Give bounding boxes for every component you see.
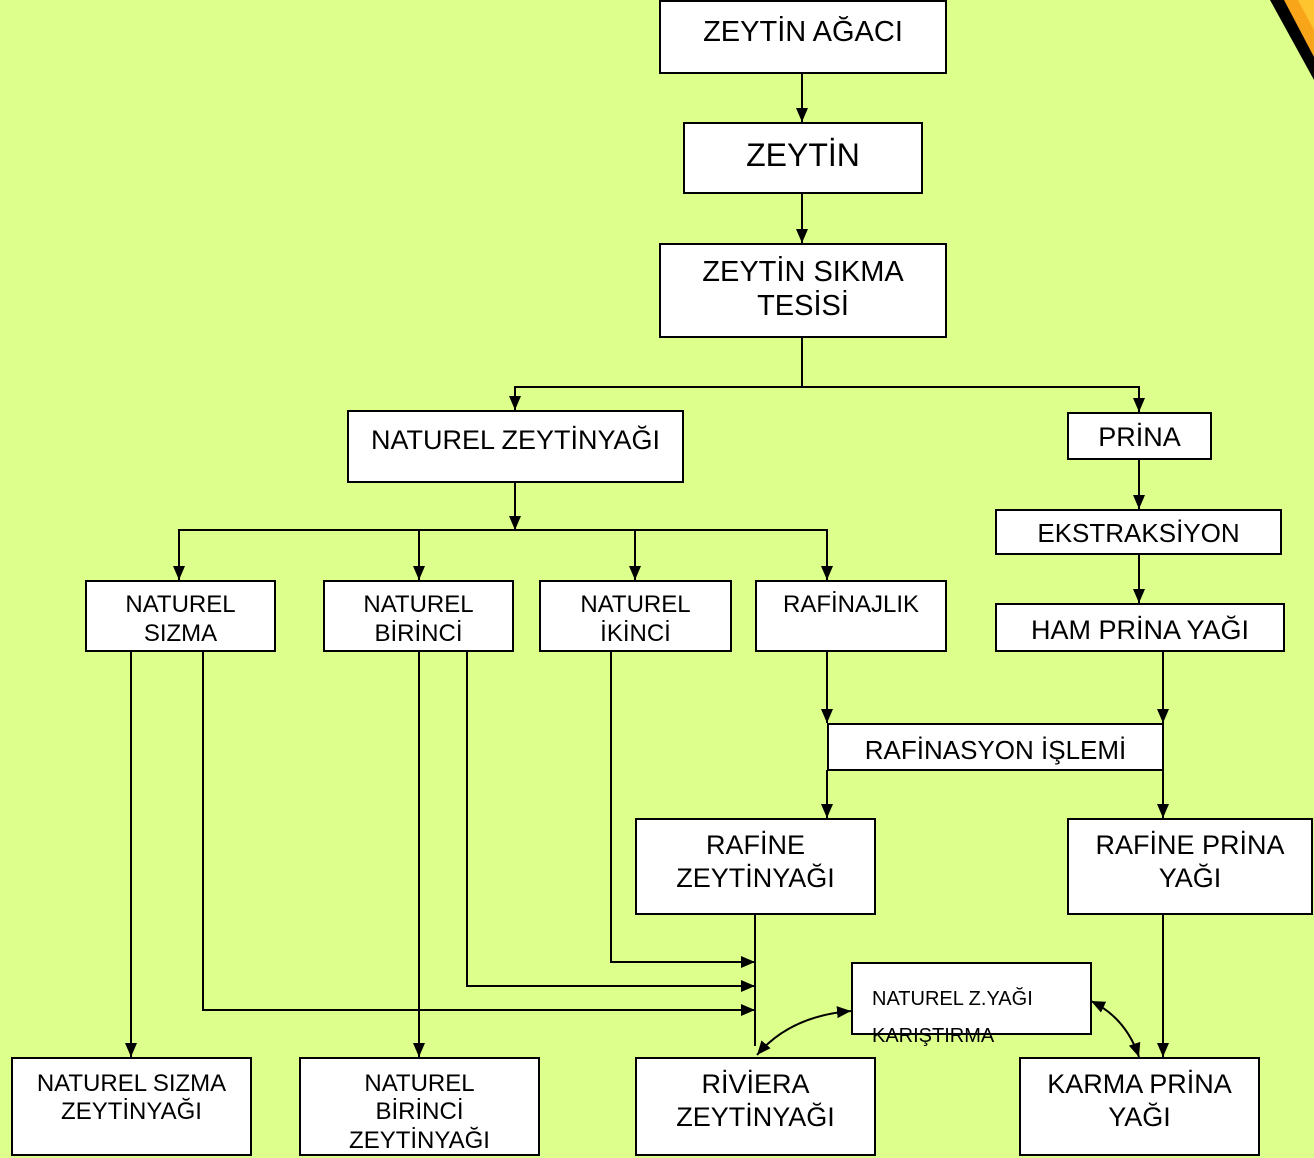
node-label: ZEYTİN AĞACI [703, 16, 903, 48]
node-rafine-zeytinyagi: RAFİNE ZEYTİNYAĞI [635, 818, 876, 915]
curved-arrow-karistirma-karma [1090, 1000, 1141, 1058]
node-label: NATUREL ZEYTİNYAĞI [370, 425, 661, 455]
node-label-line-1: ZEYTİN SIKMA [702, 256, 904, 288]
node-label-line-2: KARIŞTIRMA [872, 1024, 995, 1047]
node-label-line-1: NATUREL [125, 590, 236, 618]
node-label-line-2: TESİSİ [757, 290, 849, 322]
node-label: ZEYTİN [746, 137, 860, 173]
node-label-line-2: BİRİNCİ [375, 1098, 464, 1126]
node-naturel-birinci: NATUREL BİRİNCİ [323, 580, 514, 652]
node-label-line-1: KARMA PRİNA [1047, 1068, 1232, 1099]
node-zeytin-sikma-tesisi: ZEYTİN SIKMA TESİSİ [659, 243, 947, 338]
arrow-naturel-birinci-to-riviera [466, 651, 755, 992]
node-label: EKSTRAKSİYON [1037, 518, 1240, 548]
node-label-line-1: NATUREL [580, 590, 691, 618]
node-riviera-zeytinyagi: RİVİERA ZEYTİNYAĞI [635, 1057, 876, 1156]
node-label-line-2: YAĞI [1158, 862, 1222, 893]
node-label-line-1: NATUREL SIZMA [36, 1070, 227, 1097]
node-label-line-1: NATUREL Z.YAĞI [872, 987, 1033, 1010]
node-label: RAFİNASYON İŞLEMİ [864, 735, 1127, 765]
arrow-naturel-sizma-to-riviera [202, 651, 755, 1016]
node-label-line-2: BİRİNCİ [374, 619, 463, 647]
node-prina: PRİNA [1067, 412, 1212, 460]
node-ham-prina-yagi: HAM PRİNA YAĞI [995, 603, 1285, 652]
node-karma-prina-yagi: KARMA PRİNA YAĞI [1019, 1057, 1260, 1156]
node-ekstraksiyon: EKSTRAKSİYON [995, 509, 1282, 555]
node-label-line-1: RİVİERA [701, 1068, 810, 1099]
node-label-line-1: RAFİNE [705, 829, 805, 860]
node-naturel-zyagi-karistirma: NATUREL Z.YAĞI KARIŞTIRMA [851, 962, 1092, 1047]
node-label-line-2: YAĞI [1108, 1101, 1171, 1132]
node-label-line-2: ZEYTİNYAĞI [676, 1101, 835, 1132]
node-rafinajlik: RAFİNAJLIK [755, 580, 947, 652]
node-label-line-1: NATUREL [364, 1069, 475, 1097]
node-label-line-2: SIZMA [143, 619, 218, 647]
node-rafine-prina-yagi: RAFİNE PRİNA YAĞI [1067, 818, 1313, 915]
node-rafinasyon-islemi: RAFİNASYON İŞLEMİ [827, 723, 1164, 771]
node-zeytin: ZEYTİN [683, 122, 923, 194]
node-naturel-sizma: NATUREL SIZMA [85, 580, 276, 652]
node-label: RAFİNAJLIK [782, 590, 920, 618]
node-label: PRİNA [1098, 422, 1181, 452]
node-label-line-3: ZEYTİNYAĞI [349, 1126, 490, 1154]
node-label-line-2: İKİNCİ [600, 619, 671, 647]
node-naturel-sizma-zeytinyagi: NATUREL SIZMA ZEYTİNYAĞI [11, 1057, 252, 1156]
node-zeytin-agaci: ZEYTİN AĞACI [659, 0, 947, 74]
arrow-naturel-ikinci-to-riviera [610, 651, 755, 968]
node-label-line-1: NATUREL [363, 590, 474, 618]
node-naturel-ikinci: NATUREL İKİNCİ [539, 580, 732, 652]
node-label: HAM PRİNA YAĞI [1030, 615, 1250, 645]
node-label-line-2: ZEYTİNYAĞI [61, 1098, 202, 1125]
node-naturel-birinci-zeytinyagi: NATUREL BİRİNCİ ZEYTİNYAĞI [299, 1057, 540, 1156]
node-naturel-zeytinyagi: NATUREL ZEYTİNYAĞI [347, 410, 684, 483]
curved-arrow-karistirma-riviera [756, 1006, 852, 1056]
node-label-line-2: ZEYTİNYAĞI [676, 862, 835, 893]
node-label-line-1: RAFİNE PRİNA [1095, 829, 1285, 860]
